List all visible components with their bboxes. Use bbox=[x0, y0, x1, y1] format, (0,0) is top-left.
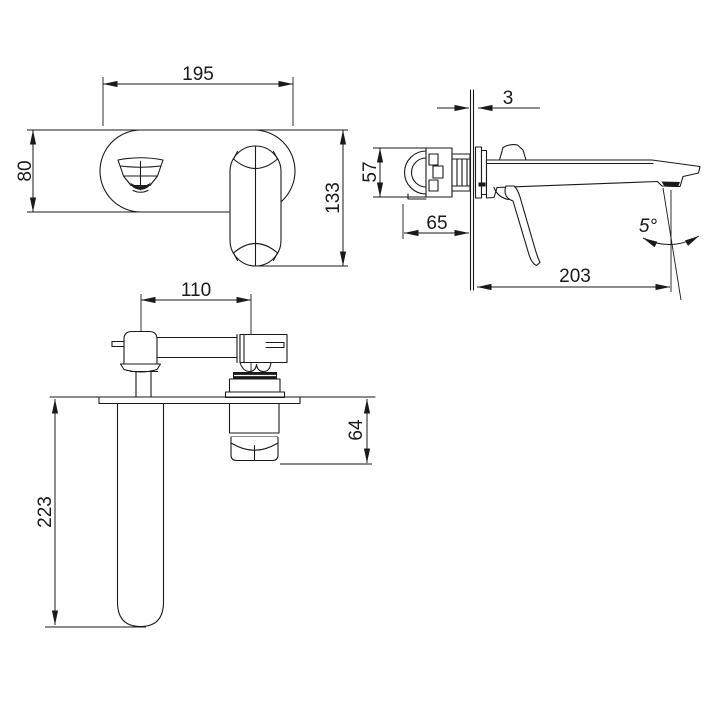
side-lever-blade bbox=[504, 185, 541, 267]
plan-connecting-pipe bbox=[156, 333, 241, 364]
plan-spout-elbow bbox=[111, 330, 162, 398]
dim-label-spout-reach: 203 bbox=[559, 266, 591, 287]
plan-cartridge bbox=[224, 372, 286, 399]
dim-label-spout-length: 223 bbox=[35, 496, 56, 528]
side-lever-top bbox=[498, 144, 527, 161]
dim-plate-thickness: 3 bbox=[437, 88, 540, 112]
dim-label-front-width: 195 bbox=[182, 64, 214, 85]
side-set-screw bbox=[478, 182, 486, 187]
plan-valve-body bbox=[239, 333, 288, 373]
side-concealed-body bbox=[403, 147, 471, 200]
side-aerator bbox=[661, 181, 680, 187]
dim-body-height: 57 bbox=[360, 147, 427, 198]
dim-front-overall-height: 133 bbox=[252, 130, 348, 267]
dim-spout-length: 223 bbox=[35, 399, 146, 628]
side-view: 5° 3 57 65 203 bbox=[360, 88, 701, 301]
dim-axis-spacing: 110 bbox=[141, 280, 251, 304]
plan-body-slot bbox=[265, 341, 285, 349]
dim-label-stream-angle: 5° bbox=[639, 216, 658, 237]
dim-front-plate-height: 80 bbox=[15, 130, 140, 213]
front-spout-outlet bbox=[117, 157, 164, 193]
front-handle bbox=[229, 145, 282, 267]
front-view: 195 80 133 bbox=[15, 64, 348, 267]
side-spout bbox=[478, 159, 701, 199]
front-aerator bbox=[130, 182, 151, 190]
side-escutcheon-ring bbox=[480, 149, 488, 196]
plan-spout bbox=[116, 402, 165, 628]
plan-elbow-pin bbox=[111, 340, 125, 348]
dim-label-front-plate-height: 80 bbox=[15, 160, 36, 181]
dim-spout-reach: 203 bbox=[477, 266, 670, 291]
dim-label-body-depth: 65 bbox=[426, 213, 447, 234]
dim-label-front-overall-height: 133 bbox=[323, 182, 344, 214]
dim-front-width: 195 bbox=[102, 64, 294, 126]
dim-handle-projection: 64 bbox=[280, 399, 372, 465]
dim-label-axis-spacing: 110 bbox=[181, 280, 211, 301]
dim-body-depth: 65 bbox=[402, 204, 469, 239]
dim-label-body-height: 57 bbox=[360, 161, 381, 182]
dim-label-handle-projection: 64 bbox=[346, 419, 367, 441]
side-lever-handle bbox=[493, 144, 541, 267]
dim-label-plate-thickness: 3 bbox=[503, 88, 514, 109]
side-wall-plate bbox=[469, 89, 475, 291]
plan-handle-cartridge bbox=[228, 402, 280, 462]
plan-plate bbox=[98, 396, 301, 405]
plan-view: 110 64 223 bbox=[35, 280, 376, 628]
side-escutcheon bbox=[474, 146, 483, 199]
side-stream-angle: 5° bbox=[639, 187, 700, 301]
